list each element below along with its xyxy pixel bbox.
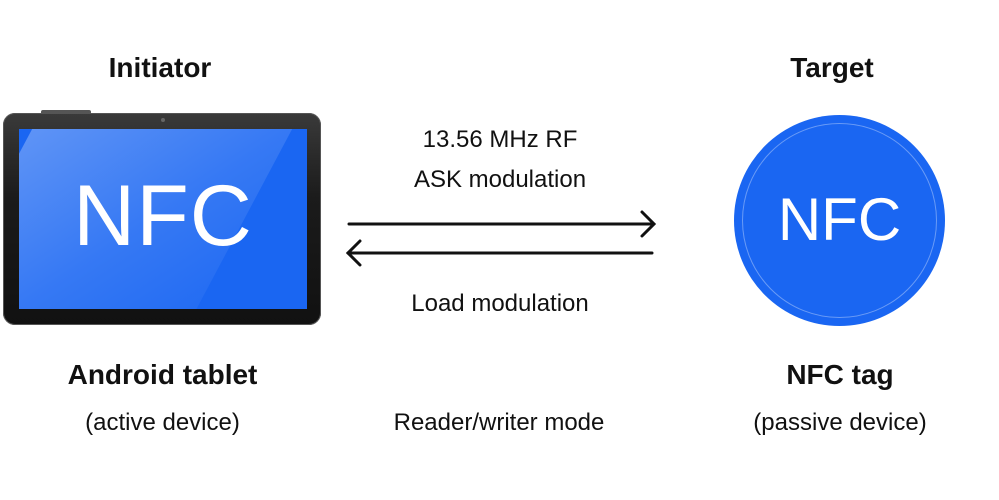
return-label: Load modulation xyxy=(411,290,589,317)
target-heading: Target xyxy=(790,52,874,83)
link-arrows xyxy=(345,210,657,267)
tablet-buttons xyxy=(41,110,91,113)
forward-label-frequency: 13.56 MHz RF xyxy=(422,126,578,153)
target-device-name: NFC tag xyxy=(786,359,894,390)
tag-ring xyxy=(742,123,937,318)
initiator-heading: Initiator xyxy=(108,52,212,83)
target-device-role: (passive device) xyxy=(753,409,927,436)
tablet-icon: NFC xyxy=(3,110,321,325)
tablet-nfc-text: NFC xyxy=(73,168,253,264)
nfc-tag-icon: NFC xyxy=(734,115,945,326)
tag-nfc-text: NFC xyxy=(777,186,902,253)
mode-label: Reader/writer mode xyxy=(393,409,605,436)
initiator-device-role: (active device) xyxy=(85,409,240,436)
forward-label-modulation: ASK modulation xyxy=(413,166,587,193)
initiator-device-name: Android tablet xyxy=(67,359,258,390)
return-arrow xyxy=(345,239,654,267)
tablet-camera xyxy=(161,118,165,122)
tablet-screen: NFC xyxy=(19,129,307,309)
forward-arrow xyxy=(347,210,657,238)
